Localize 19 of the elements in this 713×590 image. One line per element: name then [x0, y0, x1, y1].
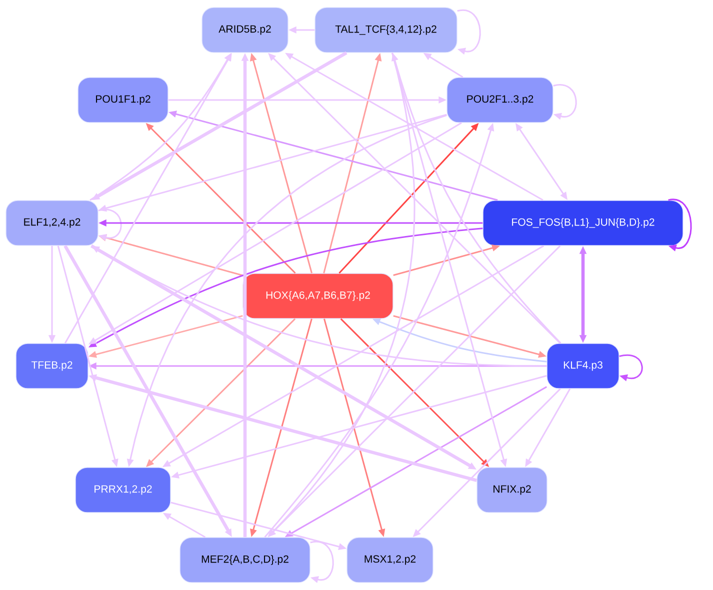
rounded-box: POU1F1.p2: [78, 77, 168, 123]
loop-arrow: [619, 354, 643, 382]
rounded-box: ARID5B.p2: [202, 7, 288, 53]
rounded-box: PRRX1,2.p2: [75, 467, 171, 513]
rounded-box: KLF4.p3: [546, 343, 620, 389]
rounded-box: TFEB.p2: [16, 343, 88, 389]
rounded-box: HOX{A6,A7,B6,B7}.p2: [242, 273, 394, 319]
loop-arrow: [553, 84, 577, 120]
rounded-box: NFIX.p2: [476, 467, 548, 513]
rounded-box: MEF2{A,B,C,D}.p2: [180, 537, 310, 583]
loop-arrow: [457, 9, 481, 55]
loop-arrow: [310, 541, 334, 583]
rounded-box: MSX1,2.p2: [346, 537, 434, 583]
rounded-box: FOS_FOS{B,L1}_JUN{B,D}.p2: [482, 200, 684, 246]
loop-arrow: [668, 198, 692, 252]
rounded-box: TAL1_TCF{3,4,12}.p2: [314, 7, 458, 53]
rounded-box: POU2F1..3.p2: [446, 77, 554, 123]
loop-arrow: [98, 208, 122, 241]
rounded-box: ELF1,2,4.p2: [6, 200, 98, 246]
